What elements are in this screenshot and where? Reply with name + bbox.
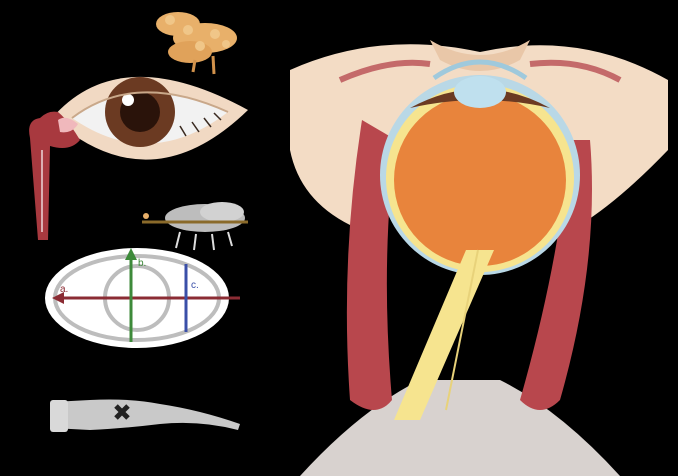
measurement-axes-icon: a. b. c. [45,248,240,348]
tear-sac-icon [29,112,80,240]
axis-label-a: a. [60,284,68,295]
axis-label-b: b. [138,258,146,269]
eye-globe-sagittal-icon [290,40,668,476]
lacrimal-gland-icon [156,12,237,74]
external-eye-icon [52,77,248,160]
eyelid-cross-section-icon [142,202,248,250]
axis-label-c: c. [191,280,199,291]
ultrasound-probe-icon [50,400,240,433]
